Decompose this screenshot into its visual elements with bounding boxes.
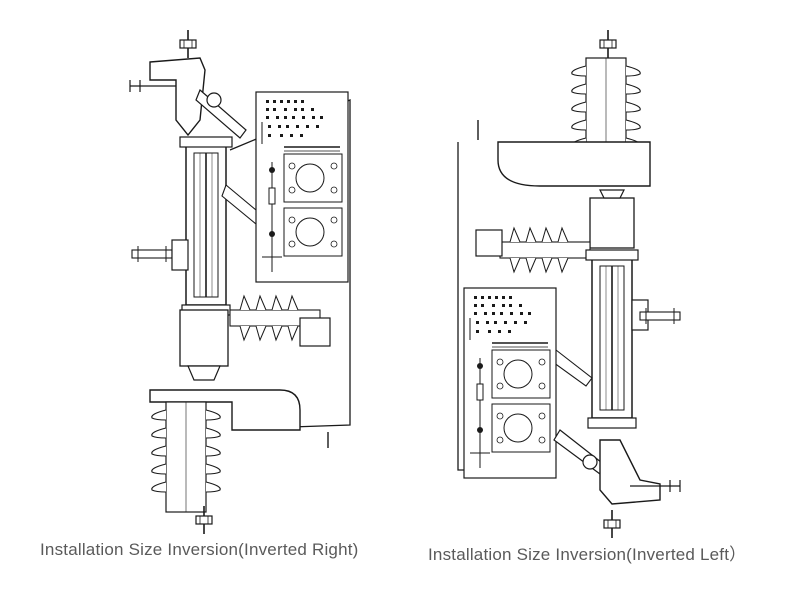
caption-inverted-left: Installation Size Inversion(Inverted Lef… xyxy=(428,545,747,564)
left-switch-drawing xyxy=(129,29,351,535)
caption-inverted-right: Installation Size Inversion(Inverted Rig… xyxy=(40,540,359,559)
right-switch-drawing xyxy=(457,29,681,539)
